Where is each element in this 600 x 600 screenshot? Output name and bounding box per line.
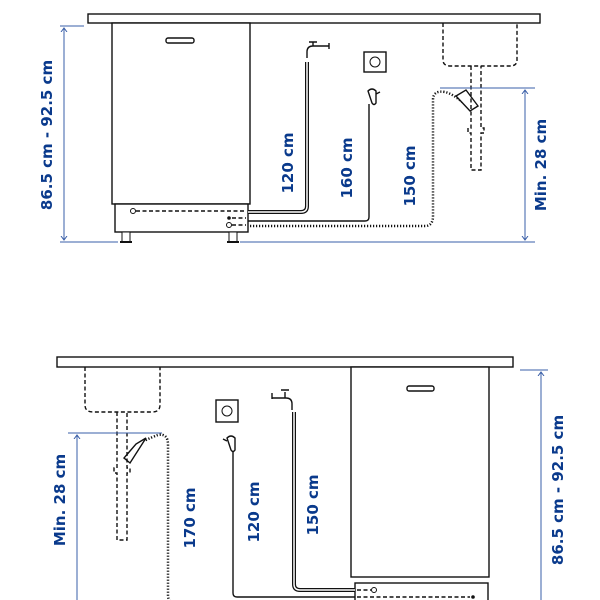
sink-height-label: Min. 28 cm <box>51 454 69 546</box>
power-plug-icon <box>367 88 381 106</box>
drain-connector <box>123 437 147 465</box>
water-tap-icon <box>306 41 330 58</box>
bottom-installation-diagram: 86.5 cm - 92.5 cm Min. 28 cm 170 cm 120 … <box>51 356 567 600</box>
top-installation-diagram: 86.5 cm - 92.5 cm Min. 28 cm 120 cm 160 … <box>38 13 550 243</box>
drain-hose-length-label: 150 cm <box>401 145 419 206</box>
height-label: 86.5 cm - 92.5 cm <box>38 60 56 210</box>
power-socket-icon <box>215 399 239 423</box>
drain-hose-length-label: 170 cm <box>181 487 199 548</box>
power-cable-length-label: 120 cm <box>245 481 263 542</box>
drain-hose <box>143 433 171 600</box>
sink-height-label: Min. 28 cm <box>532 119 550 211</box>
power-plug-icon <box>222 435 236 453</box>
sink <box>442 23 518 171</box>
water-tap-icon <box>271 389 293 410</box>
dishwasher-front <box>111 22 251 205</box>
power-cable <box>232 452 355 598</box>
door-handle <box>165 37 195 44</box>
countertop <box>56 356 514 368</box>
power-socket-icon <box>363 51 387 73</box>
dishwasher-front <box>350 366 490 578</box>
adjustable-foot <box>227 231 239 243</box>
drain-connector <box>454 89 480 112</box>
water-hose-length-label: 150 cm <box>304 474 322 535</box>
plinth <box>114 203 249 233</box>
door-handle <box>406 385 435 392</box>
water-hose <box>248 62 309 214</box>
power-cable-length-label: 160 cm <box>338 137 356 198</box>
drain-hose <box>250 90 463 228</box>
water-hose-length-label: 120 cm <box>279 132 297 193</box>
power-cable <box>248 104 370 222</box>
adjustable-foot <box>120 231 132 243</box>
sink <box>84 367 161 541</box>
countertop <box>87 13 541 24</box>
height-label: 86.5 cm - 92.5 cm <box>549 415 567 565</box>
